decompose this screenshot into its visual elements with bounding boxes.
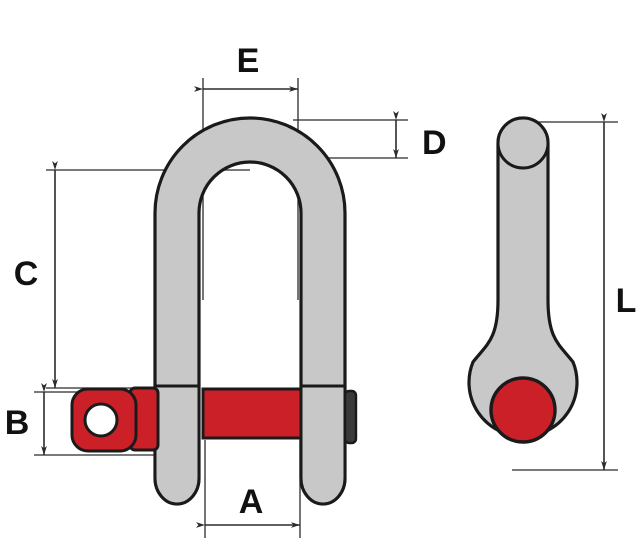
dimension-label-B: B [5, 404, 30, 442]
right-leg-overlay [299, 384, 347, 506]
pin-head-hole [83, 402, 119, 438]
side-view-top-circle [496, 116, 550, 170]
side-view-pin-circle [489, 376, 557, 444]
dimension-lines [41, 86, 607, 528]
left-leg-overlay [153, 384, 201, 506]
dimension-label-C: C [14, 255, 39, 293]
front-view [70, 116, 358, 506]
dimension-label-D: D [422, 124, 447, 162]
dimension-label-E: E [237, 42, 260, 80]
dimension-label-L: L [616, 282, 637, 320]
pin-thread-nub [343, 389, 358, 445]
side-view [467, 116, 579, 444]
dimension-label-A: A [239, 483, 264, 521]
